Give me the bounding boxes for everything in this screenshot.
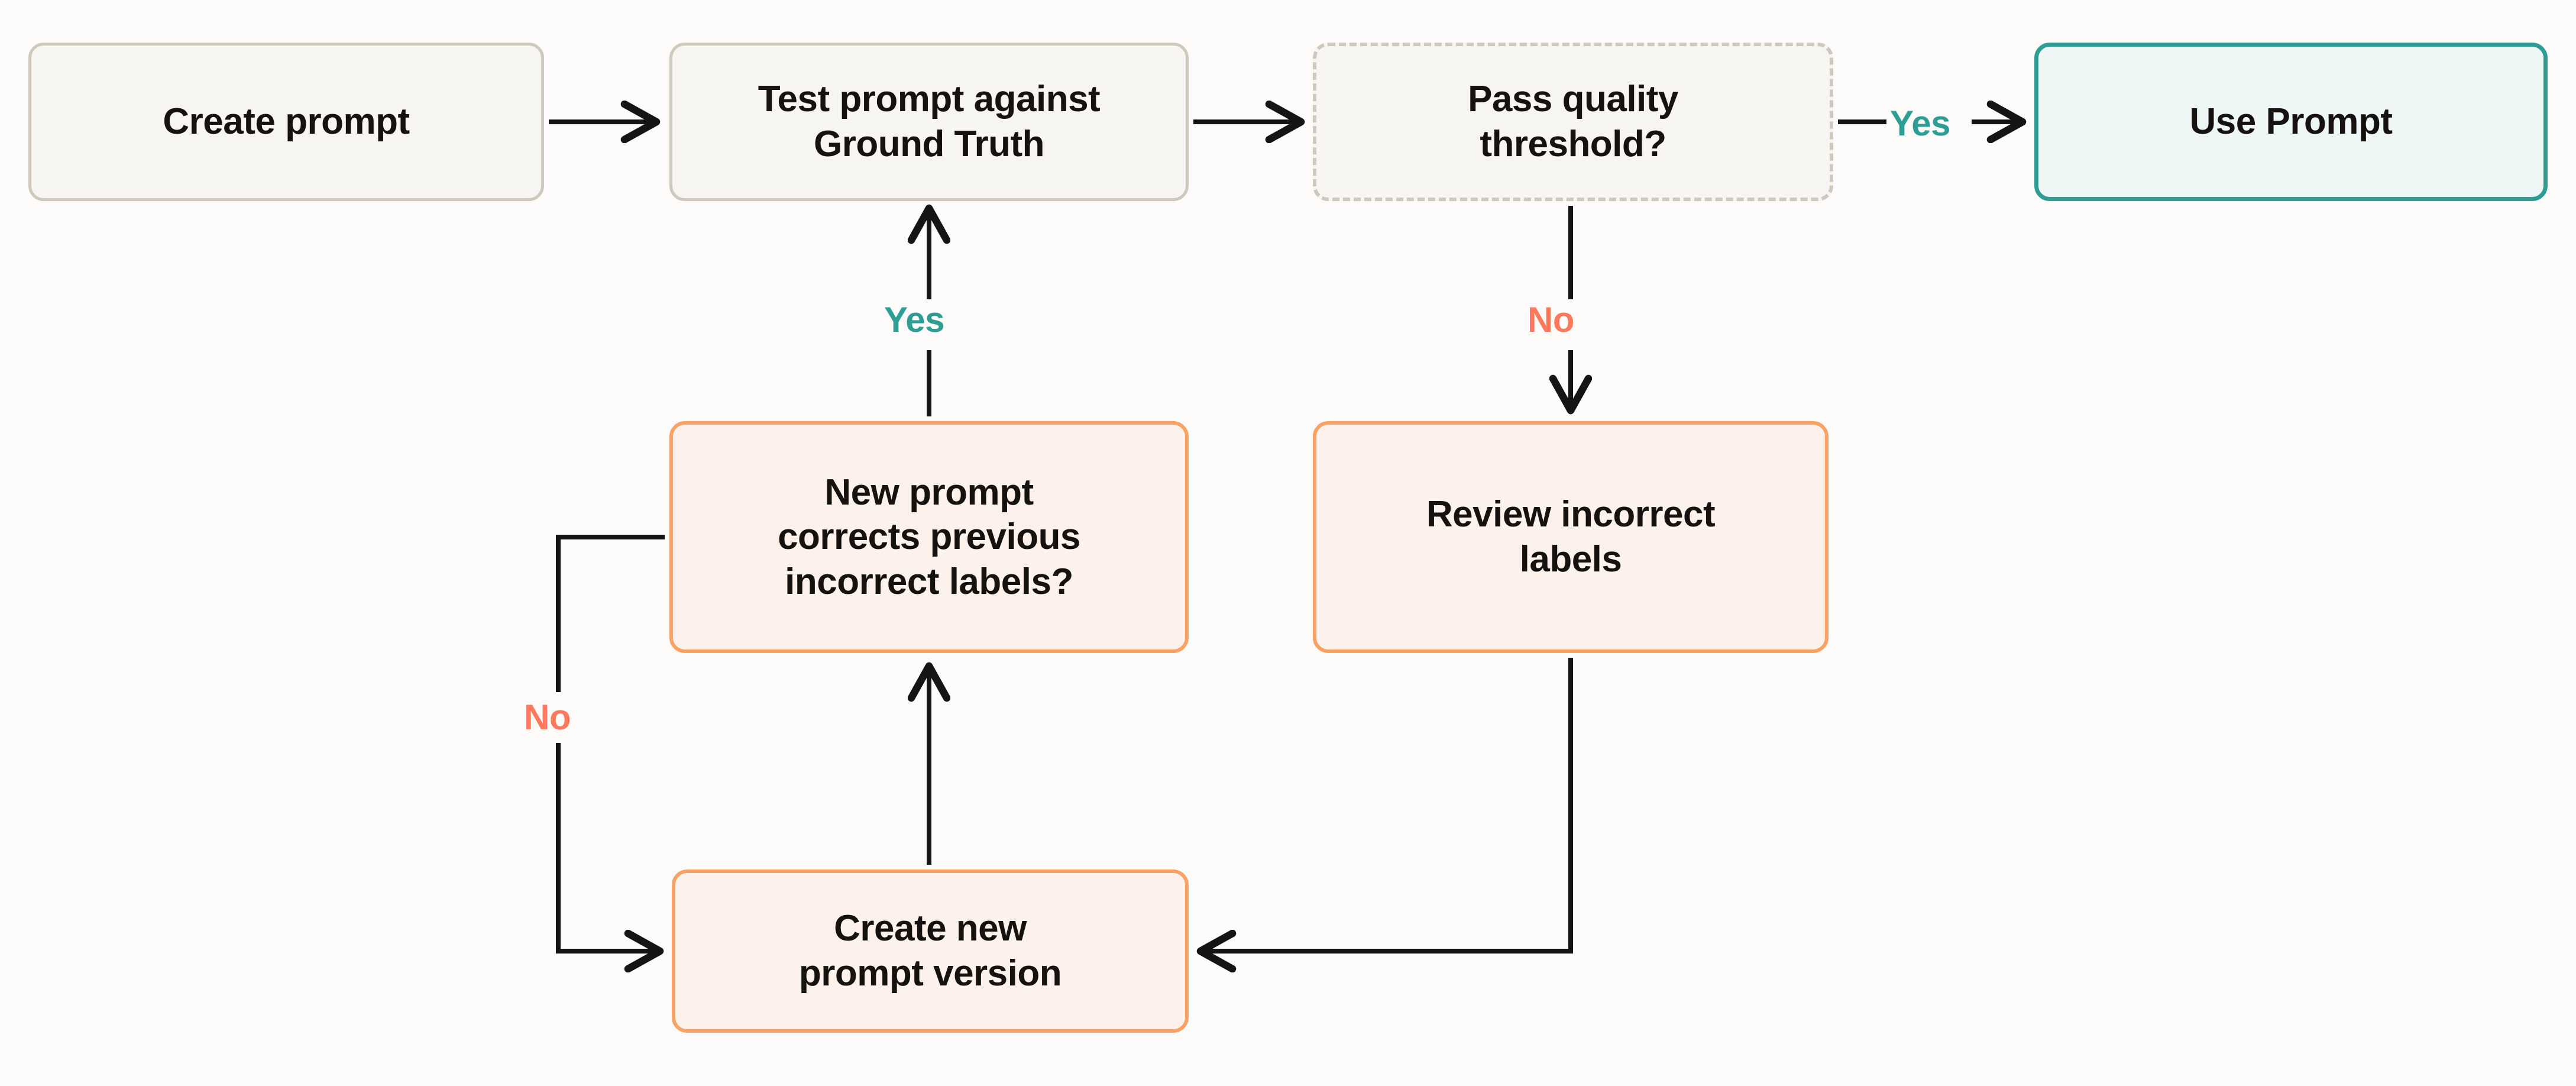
edge-label-yes-retest: Yes bbox=[884, 300, 944, 340]
node-create-new-prompt-version[interactable]: Create new prompt version bbox=[672, 870, 1189, 1033]
node-pass-quality-threshold-label: Pass quality threshold? bbox=[1468, 79, 1678, 164]
node-new-prompt-corrects-labels-label: New prompt corrects previous incorrect l… bbox=[778, 471, 1080, 602]
edge-label-yes-use-prompt: Yes bbox=[1890, 104, 1950, 143]
node-use-prompt[interactable]: Use Prompt bbox=[2034, 43, 2548, 201]
node-create-prompt-label: Create prompt bbox=[163, 101, 410, 143]
node-create-new-prompt-version-label: Create new prompt version bbox=[798, 908, 1062, 994]
edge-new-to-version-horizontal-out bbox=[556, 535, 665, 692]
node-create-prompt[interactable]: Create prompt bbox=[28, 43, 544, 201]
edge-review-to-version bbox=[1200, 658, 1573, 951]
edge-new-to-version-no bbox=[556, 743, 660, 951]
edge-label-no-review-labels: No bbox=[1528, 300, 1574, 340]
node-pass-quality-threshold[interactable]: Pass quality threshold? bbox=[1313, 43, 1833, 201]
node-review-incorrect-labels-label: Review incorrect labels bbox=[1426, 494, 1716, 580]
node-test-prompt-label: Test prompt against Ground Truth bbox=[758, 79, 1101, 164]
node-new-prompt-corrects-labels[interactable]: New prompt corrects previous incorrect l… bbox=[669, 421, 1189, 653]
edge-label-no-new-version: No bbox=[524, 697, 571, 737]
node-test-prompt[interactable]: Test prompt against Ground Truth bbox=[669, 43, 1189, 201]
node-use-prompt-label: Use Prompt bbox=[2189, 101, 2393, 143]
node-review-incorrect-labels[interactable]: Review incorrect labels bbox=[1313, 421, 1829, 653]
